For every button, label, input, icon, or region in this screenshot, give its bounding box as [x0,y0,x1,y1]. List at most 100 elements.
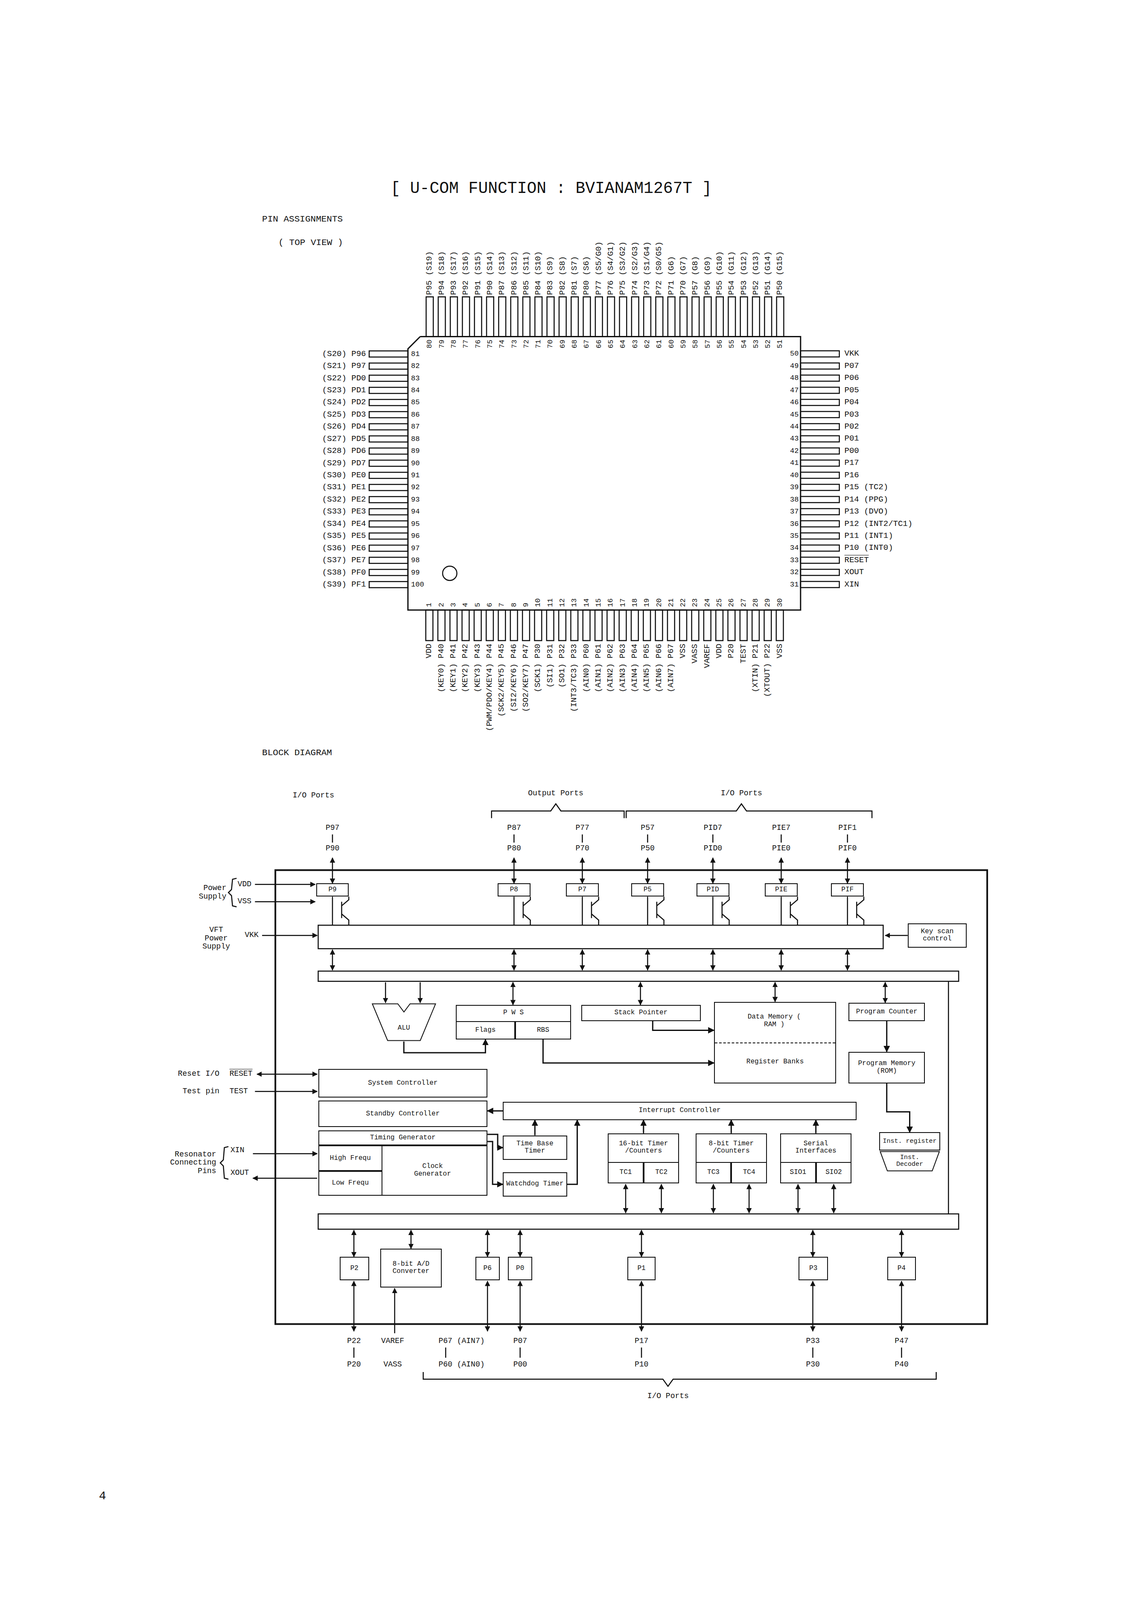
signal-arrow [567,1119,578,1185]
wire [332,896,334,925]
pin-lead [800,508,840,515]
pin-name: P72 (S0/G5) [655,241,664,295]
text-area: P7 [566,883,598,896]
pin-name: (S28) PD6 [322,446,367,455]
pin-lead [631,609,639,641]
port-box: P3 [798,1256,828,1280]
pin-lead [522,609,530,641]
vref-arrow [394,1288,396,1333]
pin-name: (S20) P96 [322,349,367,359]
pin-lead [800,569,840,576]
port-box: P8 [497,883,531,897]
pin-number: 70 [546,339,554,348]
signal-label: P17 [634,1336,649,1346]
signal-label: P70 [575,844,589,853]
pin-number: 51 [776,339,784,348]
power-arrow [254,900,315,903]
pin-number: 48 [789,374,799,382]
pin-lead [583,296,591,337]
power-arrow [262,934,318,936]
bus-arrow [641,1230,643,1257]
pin-number: 18 [631,597,639,607]
signal-label: RESET [229,1069,253,1079]
pin-number: 17 [619,597,627,607]
block-text: Watchdog Timer [506,1180,564,1188]
pin-lead [800,447,840,454]
pin-name: (SI2/KEY6) P46 [510,643,519,712]
pin-name: P10 (INT0) [844,543,894,552]
pin-lead [679,296,688,337]
signal-label: Output Ports [527,789,584,798]
pin-name: (INT3/TC3) P33 [570,643,579,712]
pin-number: 50 [789,349,799,358]
pin-lead [740,296,748,337]
pin-name: (S33) PE3 [322,507,367,516]
pin-number: 36 [789,520,799,528]
pin-number: 9 [522,602,530,607]
pin-number: 15 [594,597,603,607]
signal-label: VFT Power Supply [199,925,234,951]
pin-name: P76 (S4/G1) [606,241,616,295]
bus-arrow [625,1183,627,1213]
pin-name: P71 (G6) [667,255,676,295]
text-area: Time Base Timer [503,1136,567,1159]
signal-label: VKK [244,930,259,940]
port-box: P4 [887,1256,916,1280]
wire [581,896,583,925]
pin-name: (AIN1) P61 [594,643,603,693]
pin-number: 26 [727,597,735,607]
pin-number: 22 [679,597,687,607]
pin-lead [369,581,409,588]
pin-number: 1 [425,602,433,607]
pin-number: 66 [595,339,603,348]
chip-outline [275,869,988,1324]
pin-number: 53 [752,339,760,348]
pin-name: P86 (S12) [510,250,519,295]
signal-label: PID7 [703,823,723,833]
port-box: P9 [316,883,349,897]
pin-name: P05 [844,386,860,395]
block-text: Program Memory (ROM) [851,1059,922,1075]
pin-name: (S26) PD4 [322,422,367,431]
pin-lead [369,399,409,406]
pin-lead [800,496,840,503]
pin-number: 79 [438,339,446,348]
pin-lead [571,296,579,337]
pin-number: 46 [789,398,799,406]
pin-number: 54 [740,339,748,348]
text-area: Timing Generator [319,1131,487,1145]
pin-lead [558,609,566,641]
pin-lead [800,399,840,406]
transistor-symbol [591,901,593,918]
pin-number: 21 [667,597,675,607]
pin-number: 12 [558,597,566,607]
pin-number: 27 [740,597,748,607]
pin-lead [534,296,543,337]
port-box: P6 [475,1256,500,1280]
wire [712,896,714,925]
signal-label: Test pin [182,1087,220,1096]
function-block: Flags [455,1020,516,1040]
pin-name: (S36) PE6 [322,544,367,553]
transistor-symbol [522,901,525,918]
pin-number: 24 [703,597,712,607]
key-scan-arrow [885,934,908,936]
signal-label: P60 (AIN0) [438,1360,485,1369]
transistor-symbol [656,896,665,906]
section-heading: ( TOP VIEW ) [278,237,343,248]
range-bar [445,1347,447,1358]
signal-arrow [542,1039,714,1063]
function-block: Program Memory (ROM) [848,1051,925,1084]
bus-arrow [353,1230,355,1257]
pin-name: P70 (G7) [679,255,688,295]
bus-arrow [833,1183,835,1213]
pin-lead [764,296,772,337]
block-text: Key scan control [910,927,965,943]
pin-lead [679,609,687,641]
pin-number: 65 [607,339,615,348]
block-text: P5 [643,886,652,894]
signal-label: TEST [229,1087,248,1096]
block-text: Register Banks [746,1058,804,1066]
signal-label: VSS [237,897,252,906]
pin-name: P13 (DVO) [844,507,889,516]
